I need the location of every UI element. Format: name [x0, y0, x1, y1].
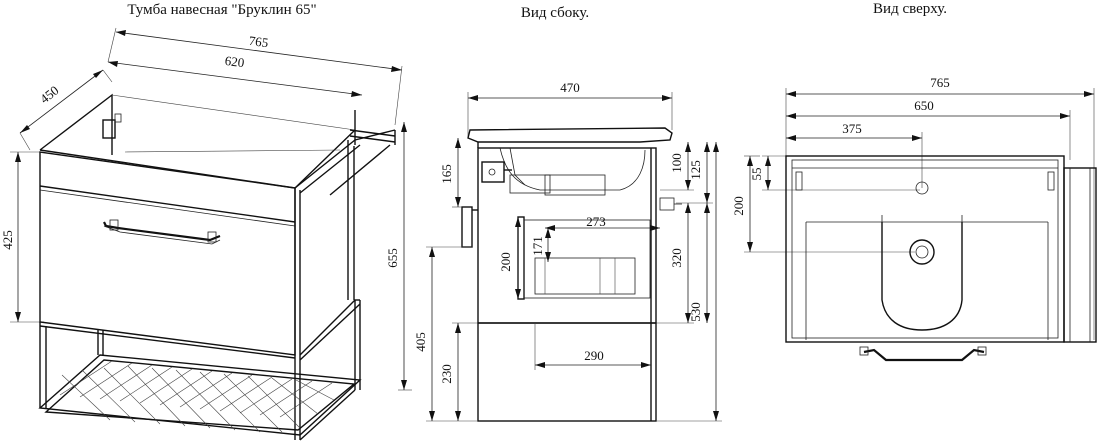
dim-side-125: 125	[688, 160, 703, 180]
top-view: 765 650 375 55 200	[731, 75, 1097, 362]
dim-side-165: 165	[439, 164, 454, 184]
dim-side-200: 200	[498, 252, 513, 272]
side-view: 470 165	[413, 80, 722, 422]
dim-iso-655: 655	[385, 248, 400, 268]
dim-side-405: 405	[413, 332, 428, 352]
dim-iso-450: 450	[37, 83, 62, 107]
dim-iso-425: 425	[0, 230, 15, 250]
dim-top-650: 650	[914, 98, 934, 113]
mesh-shelf	[59, 360, 335, 433]
dim-top-375: 375	[842, 121, 862, 136]
dim-top-55: 55	[749, 168, 764, 181]
iso-view: 765 620 450 425 655	[0, 27, 412, 441]
dim-top-765: 765	[930, 75, 950, 90]
dim-iso-765: 765	[248, 33, 269, 50]
side-view-title: Вид сбоку.	[521, 5, 589, 21]
iso-view-title: Тумба навесная "Бруклин 65"	[127, 2, 316, 18]
dim-side-171: 171	[530, 236, 545, 256]
dim-side-230: 230	[439, 364, 454, 384]
dim-side-290: 290	[584, 348, 604, 363]
dim-side-320: 320	[669, 248, 684, 268]
top-view-title: Вид сверху.	[873, 1, 947, 17]
dim-top-200: 200	[731, 196, 746, 216]
dim-side-530: 530	[688, 302, 703, 322]
dim-side-100: 100	[669, 153, 684, 173]
dim-side-273: 273	[586, 214, 606, 229]
dim-iso-620: 620	[224, 53, 245, 70]
dim-side-470: 470	[560, 80, 580, 95]
